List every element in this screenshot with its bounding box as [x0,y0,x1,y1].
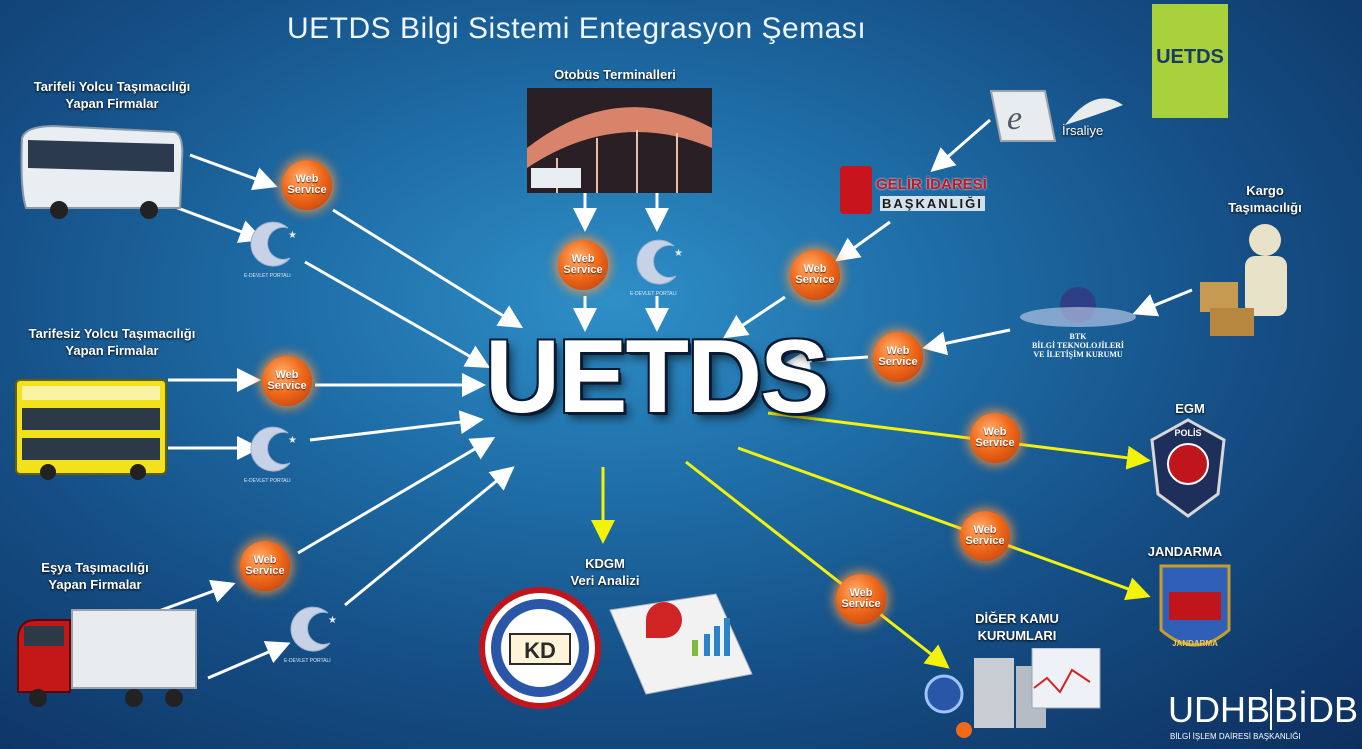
edevlet-icon: ★ E-DEVLET PORTALI [284,605,346,667]
label-otobus-terminalleri: Otobüs Terminalleri [554,67,676,82]
arrow-ws-hub-r1 [723,295,786,339]
edevlet-icon: ★ E-DEVLET PORTALI [630,238,692,300]
arrow-truck-ed [207,641,291,680]
arrow-kargo-btk [1132,288,1193,317]
gib-logo: GELİR İDARESİ BAŞKANLIĞI [840,166,1010,218]
label-diger-kamu: DİĞER KAMU KURUMLARI [975,611,1059,643]
arrow-ws-hub3 [297,436,496,555]
jandarma-logo: JANDARMA [1159,564,1231,648]
egm-police-logo: POLİS [1150,418,1226,518]
arrow-hub-diger [685,460,950,669]
label-tarifeli: Tarifeli Yolcu Taşımacılığı Yapan Firmal… [33,79,191,111]
arrow-bus-ed [174,205,264,243]
uetds-badge: UETDS [1152,4,1228,118]
kdgm-logo: KD [479,587,601,709]
data-analysis-image [609,593,753,695]
coach-bus-image [20,124,184,219]
edevlet-icon: ★ E-DEVLET PORTALI [244,425,306,487]
edevlet-icon: ★ E-DEVLET PORTALI [244,220,306,282]
arrow-gib-ws [835,220,891,262]
arrow-ed-hub1 [304,260,491,368]
cargo-person-image [1200,224,1287,336]
other-institutions-image [924,648,1101,738]
btk-logo: BTK BİLGİ TEKNOLOJİLERİ VE İLETİŞİM KURU… [1018,285,1138,363]
label-irsaliye: İrsaliye [1062,123,1104,138]
label-kargo: Kargo Taşımacılığı [1228,183,1302,215]
svg-text:★: ★ [288,230,297,241]
uetds-hub: UETDS [485,319,829,435]
kd-text: KD [524,638,556,663]
arrow-btk-ws [922,328,1011,356]
arrow-eirs-gib [930,118,991,172]
arrow-ws-hub-r2 [786,348,869,373]
bidb-subtitle: BİLGİ İŞLEM DAİRESİ BAŞKANLIĞI [1170,732,1301,741]
truck-image [17,609,197,707]
arrow-hub-egm [767,411,1151,470]
label-tarifesiz: Tarifesiz Yolcu Taşımacılığı Yapan Firma… [28,326,196,358]
double-decker-bus-image [15,379,167,480]
svg-text:★: ★ [288,435,297,446]
svg-text:★: ★ [328,615,337,626]
arrow-ws-hub1 [332,208,524,329]
arrow-ed-hub2 [309,410,484,442]
bus-terminal-image [527,88,712,193]
label-kdgm: KDGM Veri Analizi [570,556,640,588]
jandarma-band-text: JANDARMA [1172,639,1218,648]
arrow-bus-ws [189,153,278,191]
label-esya: Eşya Taşımacılığı Yapan Firmalar [41,560,149,592]
arrow-hub-jandarma [737,446,1151,601]
arrow-ed-hub3 [344,466,515,607]
e-irsaliye-logo: e [989,90,1123,142]
svg-text:★: ★ [674,248,683,259]
svg-text:e: e [1007,100,1022,137]
label-jandarma: JANDARMA [1147,544,1223,559]
diagram-title: UETDS Bilgi Sistemi Entegrasyon Şeması [287,12,867,45]
egm-polis-text: POLİS [1174,428,1201,438]
arrow-truck-ws [155,579,236,614]
label-egm: EGM [1175,401,1205,416]
